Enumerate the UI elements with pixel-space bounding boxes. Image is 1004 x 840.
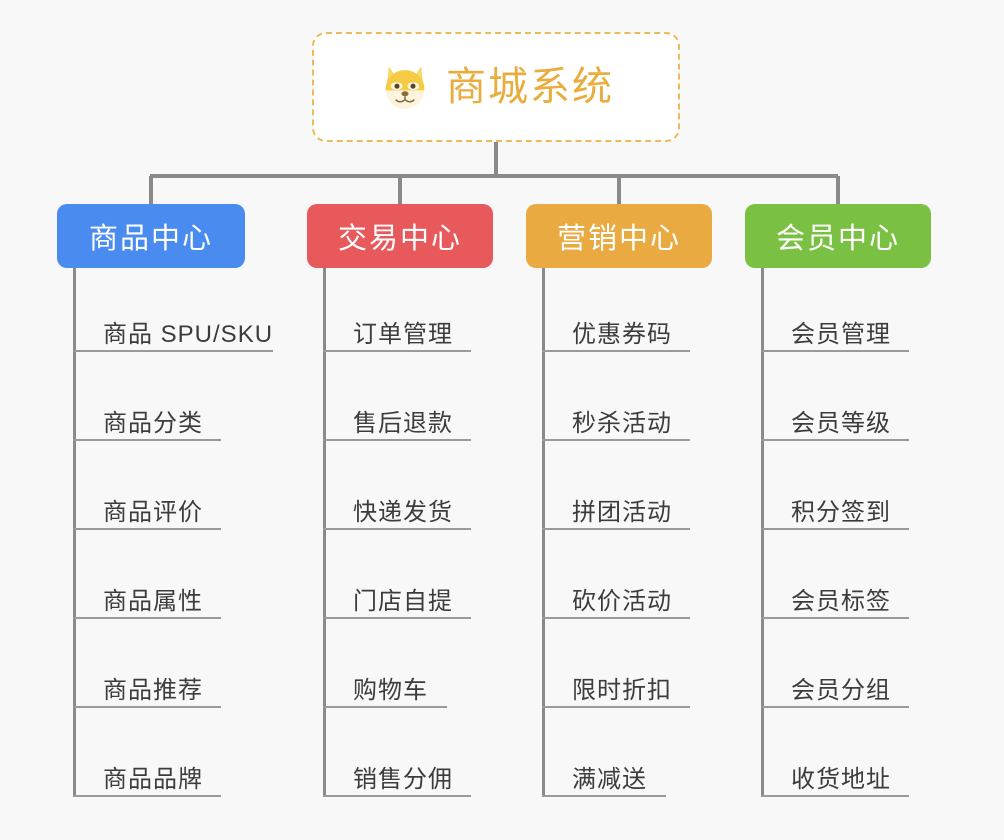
leaf-underline: [73, 528, 221, 530]
leaf-underline: [761, 439, 909, 441]
leaf-underline: [761, 528, 909, 530]
leaf-item-label: 会员管理: [791, 321, 891, 348]
leaf-underline: [761, 706, 909, 708]
leaf-underline: [323, 350, 471, 352]
leaf-item-label: 秒杀活动: [572, 410, 672, 437]
leaf-underline: [73, 350, 273, 352]
leaf-item-label: 优惠券码: [572, 321, 672, 348]
leaf-underline: [761, 617, 909, 619]
leaf-item-label: 收货地址: [791, 766, 891, 793]
shiba-dog-face-icon: [385, 66, 425, 109]
leaf-underline: [761, 795, 909, 797]
leaf-underline: [323, 439, 471, 441]
leaf-underline: [323, 617, 471, 619]
leaf-item-label: 订单管理: [353, 321, 453, 348]
branch-drop-connector: [398, 176, 402, 206]
category-header-1[interactable]: 商品中心: [57, 204, 245, 268]
leaf-item-label: 商品推荐: [103, 677, 203, 704]
leaf-item-label: 售后退款: [353, 410, 453, 437]
root-node[interactable]: 商城系统: [312, 32, 680, 142]
leaf-item-label: 商品评价: [103, 499, 203, 526]
root-stem-connector: [494, 142, 498, 176]
leaf-underline: [542, 617, 690, 619]
category-header-2[interactable]: 交易中心: [307, 204, 493, 268]
leaf-underline: [73, 617, 221, 619]
leaf-item-label: 会员分组: [791, 677, 891, 704]
leaf-item-label: 砍价活动: [572, 588, 672, 615]
leaf-item-label: 满减送: [572, 766, 647, 793]
leaf-item-label: 拼团活动: [572, 499, 672, 526]
leaf-item-label: 商品 SPU/SKU: [103, 321, 274, 348]
leaf-item-label: 销售分佣: [353, 766, 453, 793]
leaf-item-label: 限时折扣: [572, 677, 672, 704]
leaf-underline: [761, 350, 909, 352]
branch-spine-connector: [761, 268, 764, 797]
leaf-underline: [73, 795, 221, 797]
branch-spine-connector: [73, 268, 76, 797]
leaf-underline: [542, 350, 690, 352]
horizontal-bus-connector: [150, 174, 838, 178]
leaf-underline: [542, 795, 666, 797]
leaf-item-label: 商品属性: [103, 588, 203, 615]
leaf-item-label: 积分签到: [791, 499, 891, 526]
leaf-item-label: 商品品牌: [103, 766, 203, 793]
leaf-item-label: 购物车: [353, 677, 428, 704]
leaf-underline: [73, 706, 221, 708]
branch-drop-connector: [617, 176, 621, 206]
category-header-3[interactable]: 营销中心: [526, 204, 712, 268]
leaf-item-label: 会员标签: [791, 588, 891, 615]
leaf-underline: [73, 439, 221, 441]
branch-drop-connector: [149, 176, 153, 206]
branch-spine-connector: [323, 268, 326, 797]
branch-spine-connector: [542, 268, 545, 797]
root-title: 商城系统: [446, 65, 614, 109]
leaf-underline: [323, 795, 471, 797]
leaf-item-label: 快递发货: [353, 499, 453, 526]
leaf-underline: [542, 706, 690, 708]
leaf-underline: [323, 528, 471, 530]
leaf-underline: [542, 439, 690, 441]
leaf-underline: [323, 706, 447, 708]
leaf-item-label: 门店自提: [353, 588, 453, 615]
leaf-item-label: 商品分类: [103, 410, 203, 437]
leaf-item-label: 会员等级: [791, 410, 891, 437]
leaf-underline: [542, 528, 690, 530]
branch-drop-connector: [836, 176, 840, 206]
category-header-4[interactable]: 会员中心: [745, 204, 931, 268]
